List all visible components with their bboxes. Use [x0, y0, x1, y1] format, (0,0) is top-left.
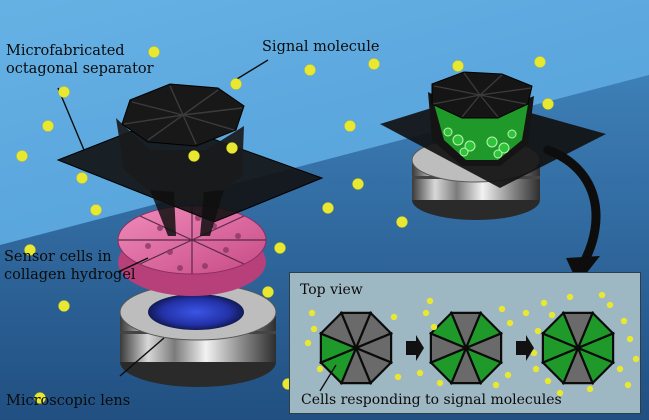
right-separator-cell-clusters	[443, 127, 517, 159]
right-arrow-icon	[406, 335, 424, 361]
top-view-diagram	[304, 291, 640, 397]
inset-signal-molecules	[304, 291, 640, 397]
signal-molecule-dot	[504, 371, 512, 379]
top-view-title: Top view	[300, 282, 363, 298]
separator-label-line-2: octagonal separator	[6, 61, 154, 77]
caption-pointer-line	[319, 364, 337, 392]
left-lens-glass	[148, 294, 244, 330]
signal-molecule-dot	[626, 335, 634, 343]
left-microscope-stage	[56, 83, 324, 387]
signal-molecule-dot	[586, 385, 594, 393]
signal-molecule-dot	[544, 377, 552, 385]
signal-molecule-dot	[616, 365, 624, 373]
signal-molecule-dot	[506, 319, 514, 327]
signal-molecule-dot	[534, 327, 542, 335]
sensor-label-line-1: Sensor cells in	[4, 249, 112, 265]
curved-arrow-head	[566, 256, 600, 284]
octagon-sector	[561, 311, 595, 351]
signal-molecule-dot	[540, 299, 548, 307]
curved-arrow-icon	[543, 145, 601, 267]
signal-molecule-dot	[422, 309, 430, 317]
signal-molecule-dot	[624, 381, 632, 389]
left-separator-legs	[150, 190, 176, 236]
signal-molecule-dot	[390, 313, 398, 321]
signal-molecule-dot	[304, 339, 312, 347]
top-view-octagon-1	[318, 310, 394, 386]
octagon-sector	[339, 311, 373, 351]
signal-molecule-dot	[394, 373, 402, 381]
signal-molecule-dot	[598, 291, 606, 299]
left-separator-body-side	[116, 118, 244, 200]
signal-molecule-dot	[498, 305, 506, 313]
signal-molecule-dot	[308, 309, 316, 317]
left-separator-leg	[200, 190, 224, 236]
right-separator-fins	[432, 72, 532, 118]
microscopic-lens-label: Microscopic lens	[6, 393, 131, 409]
signal-molecule-dot	[430, 323, 438, 331]
signal-molecule-dot	[632, 355, 640, 363]
left-hydrogel-sectors	[118, 206, 266, 274]
signal-molecule-dot	[548, 311, 556, 319]
top-view-inset: Top view Cells responding to signal mole…	[289, 272, 641, 414]
label-pointer-lines	[57, 59, 269, 377]
signal-molecule-dot	[566, 293, 574, 301]
signal-molecule-dot	[426, 297, 434, 305]
signal-molecule-dot	[416, 369, 424, 377]
signal-molecule-dot	[606, 301, 614, 309]
signal-molecule-dot	[522, 309, 530, 317]
right-microscope-stage	[380, 71, 606, 220]
top-view-octagon-3	[540, 310, 616, 386]
signal-molecule-dot	[556, 389, 564, 397]
sensor-cells-label: Sensor cells in collagen hydrogel	[4, 248, 136, 284]
sensor-label-line-2: collagen hydrogel	[4, 267, 136, 283]
top-view-octagon-2	[428, 310, 504, 386]
signal-molecule-dot	[620, 317, 628, 325]
separator-label: Microfabricated octagonal separator	[6, 42, 154, 78]
octagon-sector	[449, 311, 483, 351]
separator-label-line-1: Microfabricated	[6, 43, 125, 59]
left-separator-fins	[123, 85, 243, 145]
signal-molecule-label: Signal molecule	[262, 39, 380, 55]
signal-molecule-dot	[436, 379, 444, 387]
top-view-caption: Cells responding to signal molecules	[301, 392, 562, 408]
signal-molecule-dot	[310, 325, 318, 333]
signal-molecule-dot	[532, 365, 540, 373]
signal-molecules	[16, 46, 554, 404]
signal-molecule-dot	[316, 365, 324, 373]
right-arrow-icon	[516, 335, 534, 361]
signal-molecule-dot	[530, 349, 538, 357]
signal-molecule-dot	[492, 381, 500, 389]
